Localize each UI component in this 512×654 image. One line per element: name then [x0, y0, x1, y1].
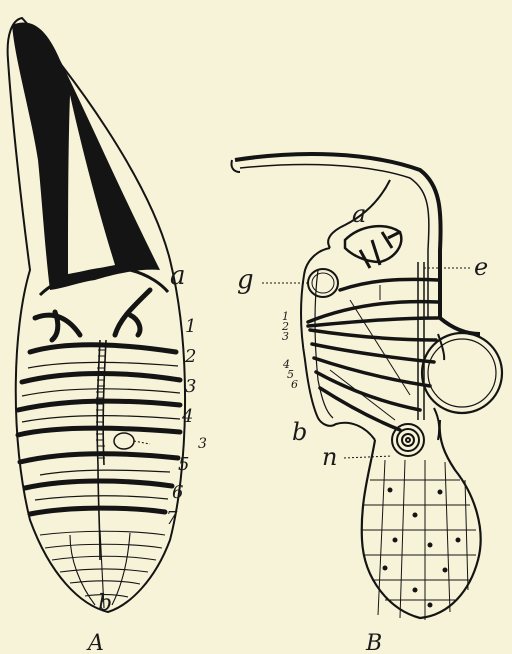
figure-a-label-6: 6 — [172, 482, 183, 503]
figure-b-spiral-n — [392, 424, 424, 456]
leader-n — [344, 456, 392, 458]
figure-b-label-e: e — [474, 253, 488, 281]
figure-a-branch-left — [35, 312, 80, 340]
figure-a: a 1 2 3 4 3 5 6 7 b A — [8, 18, 207, 654]
figure-a-label-2: 2 — [184, 346, 196, 367]
figure-b-label-6: 6 — [291, 378, 298, 391]
segment-band-7 — [30, 508, 165, 514]
figure-a-label-5: 5 — [178, 454, 189, 475]
figure-a-label-a: a — [170, 261, 186, 291]
figure-b-panel-label: B — [365, 631, 382, 654]
figure-b-label-a: a — [352, 200, 366, 228]
figure-a-panel-label: A — [86, 631, 104, 654]
figure-a-label-4: 4 — [181, 406, 193, 427]
segment-band-2 — [22, 374, 180, 383]
figure-a-label-1: 1 — [185, 316, 196, 337]
segment-band-3 — [18, 401, 180, 410]
figure-b-label-g: g — [237, 265, 254, 295]
figure-b: a e g 1 2 3 4 5 6 b n B — [231, 154, 502, 654]
figure-a-label-7: 7 — [166, 508, 178, 529]
figure-a-label-s: 3 — [198, 436, 207, 452]
figure-b-label-3: 3 — [282, 330, 289, 343]
figure-b-label-b: b — [292, 418, 307, 446]
segment-band-1 — [30, 345, 176, 352]
figure-a-label-3: 3 — [185, 376, 196, 397]
figure-a-branch-right — [115, 290, 150, 335]
figure-b-label-n: n — [322, 443, 337, 471]
figure-b-large-vesicle — [422, 333, 502, 413]
figure-a-label-b: b — [98, 591, 112, 616]
figure-a-small-oval — [114, 433, 134, 449]
